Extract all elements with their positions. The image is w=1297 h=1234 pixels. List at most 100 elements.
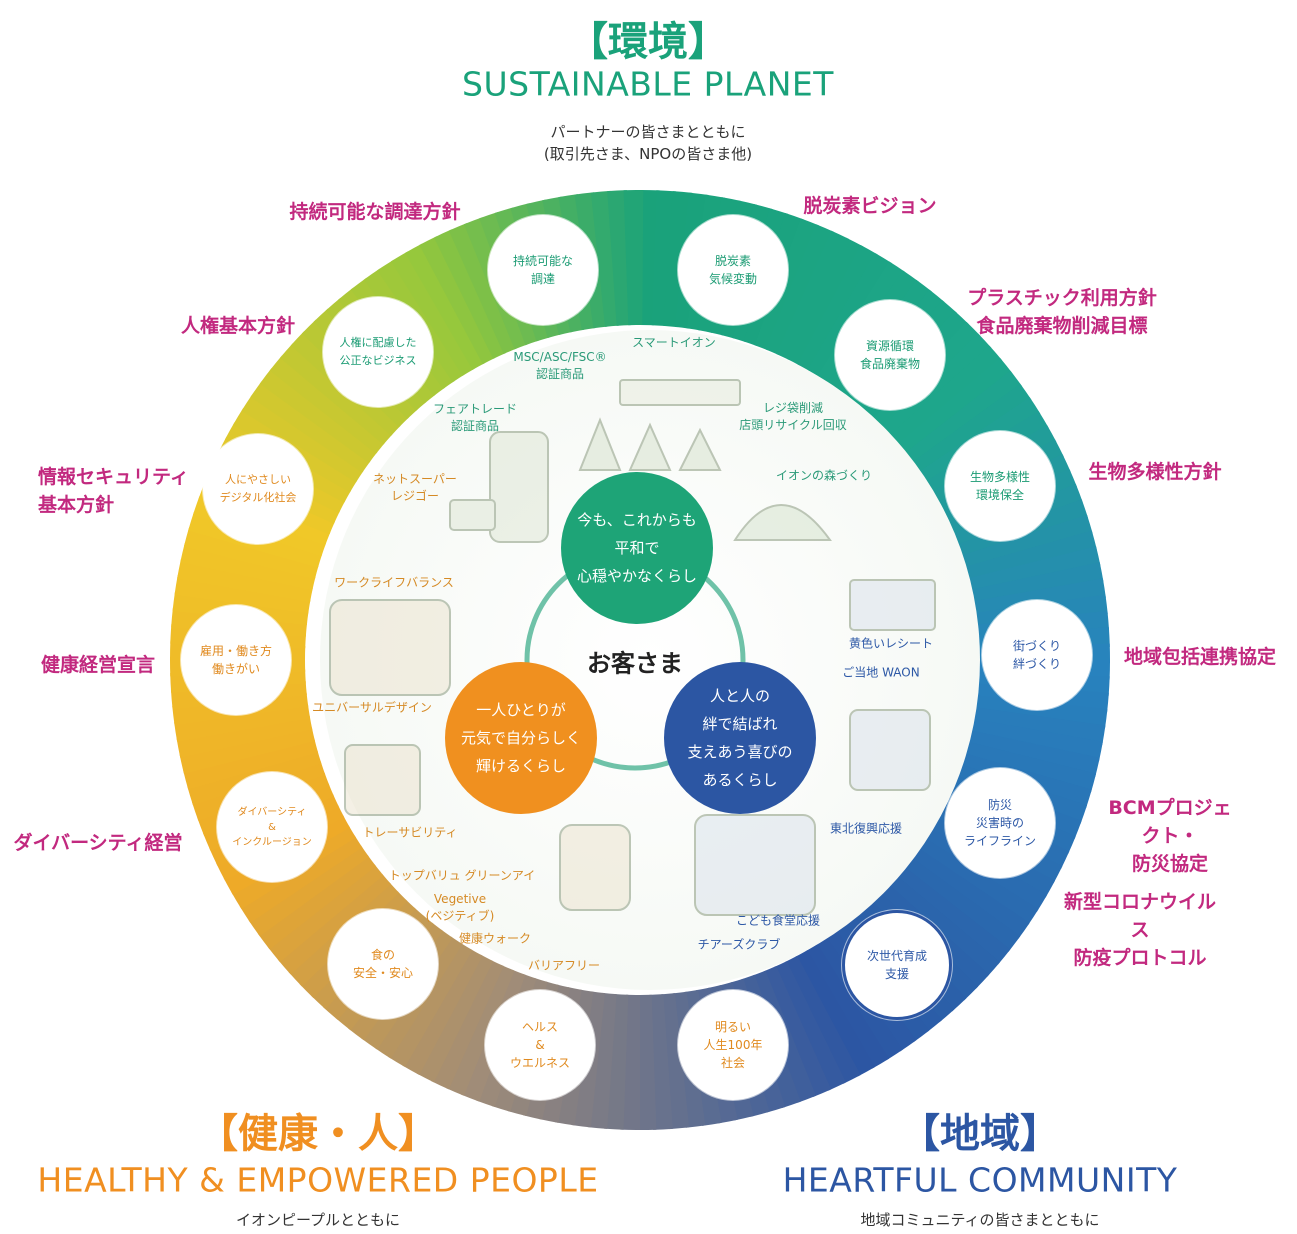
ring-segment [805, 944, 890, 1069]
ring-segment [390, 251, 475, 376]
bubble-employment: 雇用・働き方 働きがい [181, 605, 291, 715]
ring-segment [250, 381, 371, 473]
bubble-health-wellness: ヘルス & ウエルネス [485, 990, 595, 1100]
ring-segment [177, 559, 313, 602]
label-bag-reduction: レジ袋削減 店頭リサイクル回収 [739, 401, 847, 432]
sketch-solar [619, 379, 741, 406]
label-cheers-club: チアーズクラブ [697, 937, 781, 952]
ring-segment [969, 706, 1106, 745]
sketch-produce [449, 499, 496, 531]
health-title-en: HEALTHY & EMPOWERED PEOPLE [37, 1160, 599, 1200]
ring-segment [176, 715, 313, 758]
community-title-jp: 【地域】 [900, 1111, 1060, 1157]
policy-human-rights: 人権基本方針 [180, 315, 296, 337]
ring-segment [903, 370, 1023, 465]
bubble-resources: 資源循環 食品廃棄物 [835, 300, 945, 410]
ring-segment [267, 864, 384, 963]
health-title-jp: 【健康・人】 [198, 1111, 438, 1157]
policy-biodiversity: 生物多様性方針 [1088, 461, 1222, 483]
sketch-farmer [489, 431, 549, 543]
health-title-en-wrap: HEALTHY & EMPOWERED PEOPLE [37, 1161, 598, 1200]
environment-title-en-wrap: SUSTAINABLE PLANET [462, 65, 834, 104]
health-title-jp-wrap: 【健康・人】 [198, 1101, 438, 1159]
ring-segment [431, 960, 504, 1090]
policy-diversity: ダイバーシティ経営 [13, 832, 183, 854]
ring-segment [636, 994, 657, 1130]
bubble-diversity-inclusion: ダイバーシティ & インクルージョン [217, 772, 327, 882]
ring-segment [895, 866, 1011, 965]
ring-segment [623, 190, 644, 326]
ring-segment [776, 230, 849, 360]
ring-segment [807, 252, 892, 378]
illustration-sketches [329, 379, 936, 916]
sketch-kids [694, 814, 816, 916]
label-topvalu: トップバリュ グリーンアイ [388, 868, 536, 883]
label-barrier-free: バリアフリー [527, 958, 601, 973]
label-local-waon: ご当地 WAON [842, 665, 920, 680]
ring-segment [961, 741, 1097, 793]
label-vegetive: Vegetive (ベジティブ) [425, 892, 495, 923]
label-kids-cafeteria: こども食堂応援 [735, 913, 821, 928]
ring-segment [958, 514, 1093, 570]
bubble-town: 街づくり 絆づくり [982, 600, 1092, 710]
ring-segment [916, 837, 1039, 926]
ring-segment [445, 965, 515, 1096]
sketch-family [329, 599, 451, 696]
ring-segment [174, 704, 311, 742]
label-traceability: トレーサビリティ [362, 825, 458, 840]
ring-segment [259, 368, 378, 464]
bubble-biodiversity: 生物多様性 環境保全 [945, 431, 1055, 541]
ring-segment [663, 191, 693, 328]
policy-plastic-food-waste: プラスチック利用方針 食品廃棄物削減目標 [967, 287, 1157, 337]
bubble-life-100: 明るい 人生100年 社会 [678, 990, 788, 1100]
ring-segment [962, 530, 1097, 582]
sketch-forest [733, 504, 832, 541]
ring-segment [765, 224, 835, 355]
ring-segment [797, 245, 878, 372]
community-subtitle: 地域コミュニティの皆さまとともに [860, 1211, 1100, 1229]
policy-covid-protocol: 新型コロナウイルス 防疫プロトコル [1063, 891, 1216, 969]
ring-segment [183, 527, 319, 579]
bubble-fair-business: 人権に配慮した 公正なビジネス [323, 297, 433, 407]
label-work-life-balance: ワークライフバランス [334, 575, 454, 590]
environment-section-header: 【環境】 [568, 9, 728, 67]
ring-segment [967, 718, 1103, 761]
ring-segment [964, 729, 1100, 777]
core-community: 人と人の 絆で結ばれ 支えあう喜びの あるくらし [664, 662, 816, 814]
ring-segment [880, 333, 992, 438]
environment-subtitle: パートナーの皆さまとともに (取引先さま、NPOの皆さま他) [543, 123, 753, 163]
health-subtitle: イオンピープルとともに [235, 1211, 401, 1229]
environment-title-jp: 【環境】 [568, 19, 728, 65]
ring-segment [909, 847, 1030, 939]
policy-bcm: BCMプロジェクト・ 防災協定 [1108, 797, 1232, 875]
bubble-procurement: 持続可能な 調達 [488, 215, 598, 325]
ring-segment [911, 383, 1032, 475]
ring-segment [433, 229, 506, 359]
label-health-walk: 健康ウォーク [458, 931, 532, 946]
ring-segment [179, 727, 315, 774]
community-title-jp-wrap: 【地域】 [900, 1101, 1060, 1159]
bubble-next-generation: 次世代育成 支援 [842, 910, 952, 1020]
label-smart-aeon: スマートイオン [632, 335, 716, 350]
ring-segment [269, 355, 385, 454]
ring-segment [965, 546, 1101, 593]
bubble-digital-society: 人にやさしい デジタル化社会 [203, 434, 313, 544]
ring-segment [277, 873, 392, 975]
bubble-climate: 脱炭素 気候変動 [678, 215, 788, 325]
label-msc-certified: MSC/ASC/FSC® 認証商品 [513, 350, 607, 381]
ring-segment [239, 835, 363, 923]
label-net-super: ネットスーパー レジゴー [373, 472, 457, 503]
sketch-wind [578, 417, 722, 471]
ring-segment [887, 875, 1001, 977]
policy-regional-partnership: 地域包括連携協定 [1123, 646, 1277, 668]
sketch-crowd [849, 709, 931, 791]
ring-segment [416, 954, 494, 1083]
ring-segment [587, 992, 617, 1129]
ring-segment [419, 236, 496, 365]
label-tohoku-support: 東北復興応援 [829, 821, 903, 836]
ring-segment [279, 343, 393, 445]
ring-segment [174, 575, 311, 614]
ring-segment [902, 856, 1021, 952]
ring-segment [402, 948, 483, 1075]
sketch-couple [559, 824, 631, 911]
